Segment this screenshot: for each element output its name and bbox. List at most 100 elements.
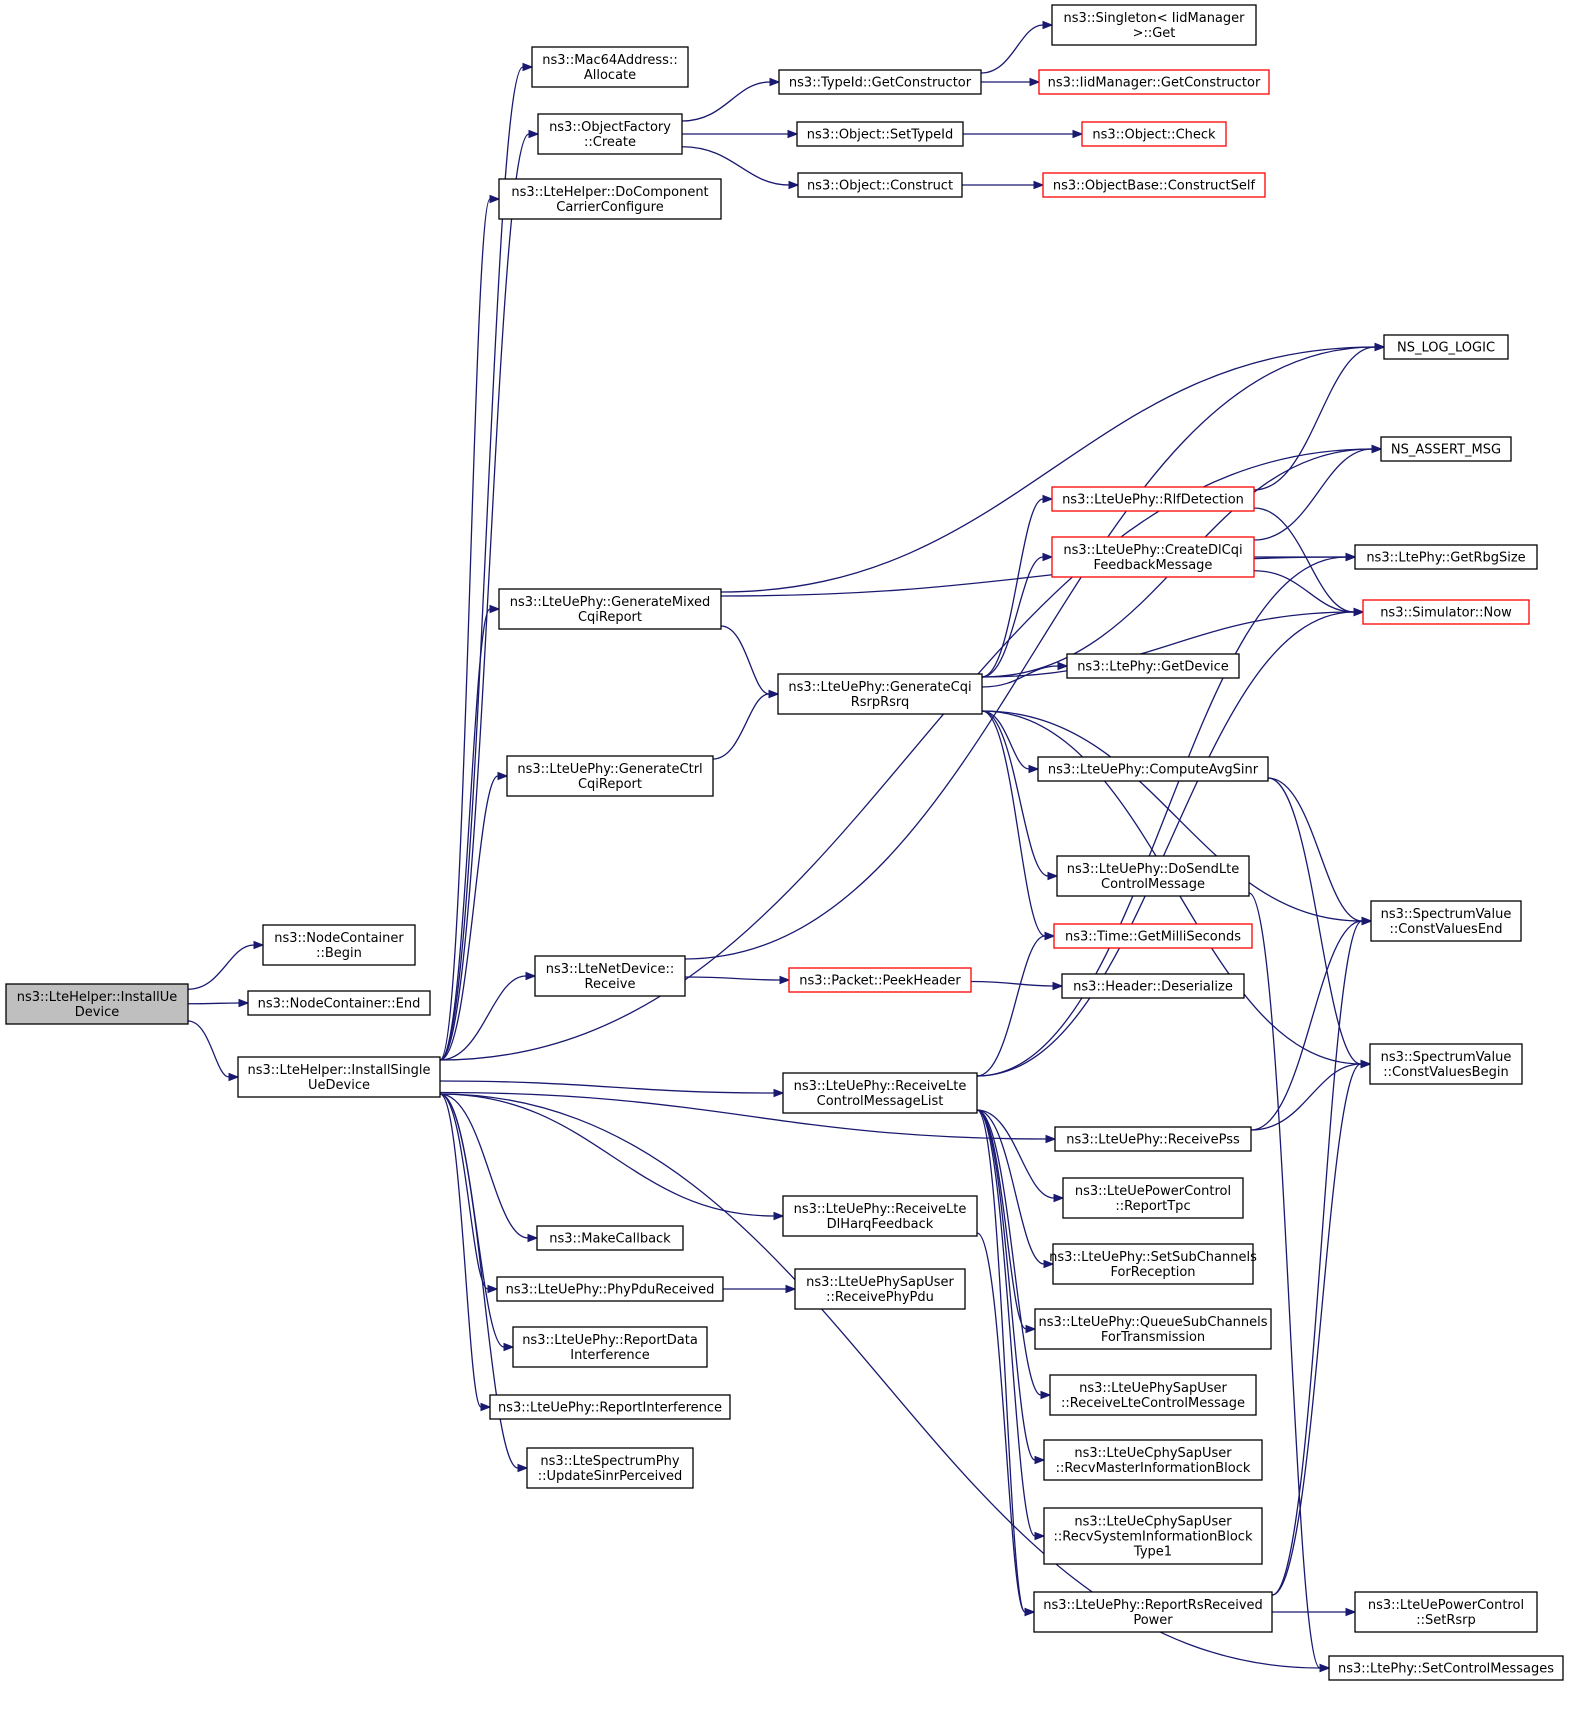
node-objCheck[interactable]: ns3::Object::Check — [1081, 121, 1227, 147]
node-box — [782, 1195, 978, 1237]
node-box — [1042, 172, 1266, 198]
node-label: ns3::LteUeCphySapUser — [1074, 1515, 1232, 1530]
node-label: Interference — [570, 1348, 650, 1363]
node-typeIdGetCons[interactable]: ns3::TypeId::GetConstructor — [778, 69, 982, 95]
node-box — [1062, 1177, 1244, 1219]
node-timeGetMilli[interactable]: ns3::Time::GetMilliSeconds — [1053, 923, 1253, 949]
node-label: FeedbackMessage — [1094, 558, 1213, 573]
edge-line — [1253, 346, 1376, 491]
arrowhead-icon — [1034, 1455, 1046, 1465]
node-recvMIB[interactable]: ns3::LteUeCphySapUser::RecvMasterInforma… — [1043, 1439, 1263, 1481]
node-label: ns3::ObjectFactory — [549, 120, 671, 135]
node-label: ns3::Mac64Address:: — [542, 53, 677, 68]
node-ncBegin[interactable]: ns3::NodeContainer::Begin — [262, 924, 416, 966]
node-singletonGet[interactable]: ns3::Singleton< IidManager >::Get — [1051, 4, 1257, 46]
node-recvLteCtrlList[interactable]: ns3::LteUePhy::ReceiveLteControlMessageL… — [782, 1072, 978, 1114]
arrowhead-icon — [1045, 1134, 1057, 1144]
node-queueSubCh[interactable]: ns3::LteUePhy::QueueSubChannelsForTransm… — [1034, 1308, 1272, 1350]
node-label: CqiReport — [578, 610, 642, 625]
node-ncEnd[interactable]: ns3::NodeContainer::End — [247, 990, 431, 1016]
edge-genCqiRsrp-to-doSendLte — [981, 710, 1059, 881]
node-box — [498, 178, 722, 220]
node-hdrDeser[interactable]: ns3::Header::Deserialize — [1061, 973, 1245, 999]
arrowhead-icon — [773, 1088, 785, 1098]
node-createDlCqi[interactable]: ns3::LteUePhy::CreateDlCqiFeedbackMessag… — [1051, 536, 1255, 578]
node-label: ns3::LteUePhySapUser — [1079, 1381, 1227, 1396]
node-phyPduRecv[interactable]: ns3::LteUePhy::PhyPduReceived — [496, 1276, 724, 1302]
node-label: CarrierConfigure — [556, 200, 663, 215]
edge-recvLteCtrlList-to-setSubChRecv — [976, 1109, 1055, 1269]
node-sapRecvLteCtrl[interactable]: ns3::LteUePhySapUser::ReceiveLteControlM… — [1049, 1374, 1257, 1416]
node-setRsrp[interactable]: ns3::LteUePowerControl::SetRsrp — [1354, 1591, 1538, 1633]
arrowhead-icon — [769, 77, 781, 87]
node-setCtrlMsgs[interactable]: ns3::LtePhy::SetControlMessages — [1328, 1655, 1564, 1681]
node-setSubChRecv[interactable]: ns3::LteUePhy::SetSubChannelsForReceptio… — [1049, 1243, 1257, 1285]
node-rlfDetection[interactable]: ns3::LteUePhy::RlfDetection — [1051, 486, 1255, 512]
node-box — [1051, 486, 1255, 512]
node-label: ::SetRsrp — [1416, 1613, 1476, 1628]
node-nsAssertMsg[interactable]: NS_ASSERT_MSG — [1380, 436, 1512, 462]
node-doComp[interactable]: ns3::LteHelper::DoComponentCarrierConfig… — [498, 178, 722, 220]
node-label: ::RecvMasterInformationBlock — [1056, 1461, 1251, 1476]
node-box — [1328, 1655, 1564, 1681]
node-makeCallback[interactable]: ns3::MakeCallback — [536, 1225, 684, 1251]
arrowhead-icon — [1360, 1059, 1372, 1069]
node-box — [796, 121, 964, 147]
node-reportTpc[interactable]: ns3::LteUePowerControl::ReportTpc — [1062, 1177, 1244, 1219]
edge-genCqiRsrp-to-computeAvgSinr — [981, 710, 1040, 774]
node-updateSinr[interactable]: ns3::LteSpectrumPhy::UpdateSinrPerceived — [526, 1447, 694, 1489]
node-label: ns3::LteSpectrumPhy — [540, 1454, 679, 1469]
node-recvSIB1[interactable]: ns3::LteUeCphySapUser::RecvSystemInforma… — [1043, 1507, 1263, 1565]
node-svEnd[interactable]: ns3::SpectrumValue::ConstValuesEnd — [1370, 900, 1522, 942]
node-objConstruct[interactable]: ns3::Object::Construct — [797, 172, 963, 198]
node-nsLogLogic[interactable]: NS_LOG_LOGIC — [1383, 334, 1509, 360]
node-sapRecvPhyPdu[interactable]: ns3::LteUePhySapUser::ReceivePhyPdu — [794, 1268, 966, 1310]
node-ofCreate[interactable]: ns3::ObjectFactory::Create — [537, 113, 683, 155]
node-label: ns3::LteUePhy::DoSendLte — [1067, 862, 1240, 877]
node-label: ::Create — [584, 135, 636, 150]
node-iidGetCons[interactable]: ns3::IidManager::GetConstructor — [1038, 69, 1270, 95]
node-getRbgSize[interactable]: ns3::LtePhy::GetRbgSize — [1354, 544, 1538, 570]
node-objBaseConstruct[interactable]: ns3::ObjectBase::ConstructSelf — [1042, 172, 1266, 198]
edge-ofCreate-to-objConstruct — [681, 146, 800, 190]
arrowhead-icon — [1072, 129, 1084, 139]
node-pktPeek[interactable]: ns3::Packet::PeekHeader — [788, 967, 972, 993]
edge-line — [720, 625, 770, 695]
node-label: DlHarqFeedback — [827, 1217, 934, 1232]
edge-line — [439, 1091, 1047, 1140]
arrowhead-icon — [1345, 1607, 1357, 1617]
edge-line — [976, 611, 1355, 1077]
arrowhead-icon — [525, 971, 537, 981]
edge-line — [681, 81, 771, 122]
node-computeAvgSinr[interactable]: ns3::LteUePhy::ComputeAvgSinr — [1037, 756, 1269, 782]
edge-line — [981, 710, 1363, 922]
node-simNow[interactable]: ns3::Simulator::Now — [1362, 599, 1530, 625]
node-reportInt[interactable]: ns3::LteUePhy::ReportInterference — [489, 1394, 731, 1420]
node-mac64[interactable]: ns3::Mac64Address::Allocate — [531, 46, 689, 88]
arrowhead-icon — [1042, 552, 1054, 562]
arrowhead-icon — [1319, 1663, 1331, 1673]
node-label: >::Get — [1133, 26, 1176, 41]
node-getDevice[interactable]: ns3::LtePhy::GetDevice — [1066, 653, 1240, 679]
node-objSetTypeId[interactable]: ns3::Object::SetTypeId — [796, 121, 964, 147]
node-label: ns3::LtePhy::GetDevice — [1077, 660, 1229, 675]
node-recvPss[interactable]: ns3::LteUePhy::ReceivePss — [1054, 1126, 1252, 1152]
node-box — [1370, 900, 1522, 942]
node-svBegin[interactable]: ns3::SpectrumValue::ConstValuesBegin — [1369, 1043, 1523, 1085]
node-label: ns3::LteHelper::InstallSingle — [248, 1063, 431, 1078]
arrowhead-icon — [773, 1211, 785, 1221]
edge-installSingle-to-recvLteCtrlList — [439, 1080, 785, 1098]
node-label: ForTransmission — [1101, 1330, 1205, 1345]
node-box — [1054, 1126, 1252, 1152]
node-box — [1037, 756, 1269, 782]
node-lteNetDevRecv[interactable]: ns3::LteNetDevice::Receive — [534, 955, 686, 997]
